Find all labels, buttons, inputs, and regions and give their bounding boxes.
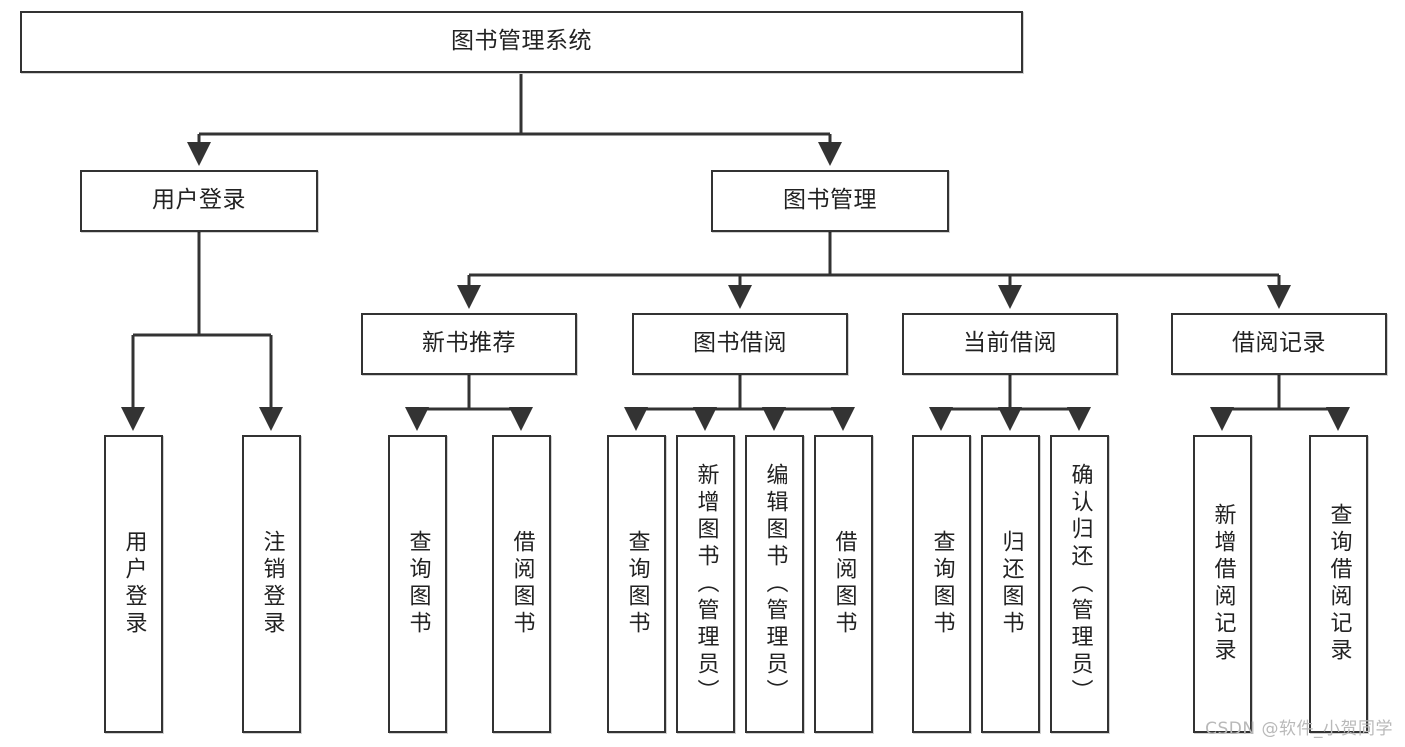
node-leaf-logout[interactable]: 注销登录 xyxy=(242,435,301,733)
node-leaf-add-borrow-record[interactable]: 新增借阅记录 xyxy=(1193,435,1252,733)
node-new-book-recommend[interactable]: 新书推荐 xyxy=(361,313,577,375)
node-leaf-return-book-label: 归还图书 xyxy=(998,530,1024,638)
node-root-label: 图书管理系统 xyxy=(451,28,592,55)
node-borrow-record-label: 借阅记录 xyxy=(1232,330,1326,357)
node-leaf-recommend-borrow-book[interactable]: 借阅图书 xyxy=(492,435,551,733)
node-leaf-recommend-query-book[interactable]: 查询图书 xyxy=(388,435,447,733)
node-leaf-borrow-book-label: 借阅图书 xyxy=(831,530,857,638)
node-leaf-recommend-borrow-book-label: 借阅图书 xyxy=(509,530,535,638)
node-leaf-borrow-query-book[interactable]: 查询图书 xyxy=(607,435,666,733)
node-leaf-borrow-query-book-label: 查询图书 xyxy=(624,530,650,638)
node-root[interactable]: 图书管理系统 xyxy=(20,11,1023,73)
node-book-management[interactable]: 图书管理 xyxy=(711,170,949,232)
node-leaf-query-borrow-record-label: 查询借阅记录 xyxy=(1326,503,1352,665)
node-book-management-label: 图书管理 xyxy=(783,187,877,214)
node-leaf-recommend-query-book-label: 查询图书 xyxy=(405,530,431,638)
node-book-borrow-label: 图书借阅 xyxy=(693,330,787,357)
node-user-login-label: 用户登录 xyxy=(152,187,246,214)
node-leaf-user-login[interactable]: 用户登录 xyxy=(104,435,163,733)
node-book-borrow[interactable]: 图书借阅 xyxy=(632,313,848,375)
node-leaf-borrow-book[interactable]: 借阅图书 xyxy=(814,435,873,733)
node-current-borrow[interactable]: 当前借阅 xyxy=(902,313,1118,375)
node-leaf-user-login-label: 用户登录 xyxy=(121,530,147,638)
node-leaf-add-borrow-record-label: 新增借阅记录 xyxy=(1210,503,1236,665)
node-user-login[interactable]: 用户登录 xyxy=(80,170,318,232)
node-leaf-edit-book-admin[interactable]: 编辑图书（管理员） xyxy=(745,435,804,733)
node-leaf-add-book-admin[interactable]: 新增图书（管理员） xyxy=(676,435,735,733)
node-leaf-logout-label: 注销登录 xyxy=(259,530,285,638)
node-leaf-current-query-book-label: 查询图书 xyxy=(929,530,955,638)
node-leaf-return-book[interactable]: 归还图书 xyxy=(981,435,1040,733)
node-leaf-current-query-book[interactable]: 查询图书 xyxy=(912,435,971,733)
node-new-book-recommend-label: 新书推荐 xyxy=(422,330,516,357)
node-leaf-query-borrow-record[interactable]: 查询借阅记录 xyxy=(1309,435,1368,733)
node-leaf-edit-book-admin-label: 编辑图书（管理员） xyxy=(762,462,788,706)
node-leaf-confirm-return-admin-label: 确认归还（管理员） xyxy=(1067,462,1093,706)
node-leaf-add-book-admin-label: 新增图书（管理员） xyxy=(693,462,719,706)
node-borrow-record[interactable]: 借阅记录 xyxy=(1171,313,1387,375)
node-leaf-confirm-return-admin[interactable]: 确认归还（管理员） xyxy=(1050,435,1109,733)
node-current-borrow-label: 当前借阅 xyxy=(963,330,1057,357)
